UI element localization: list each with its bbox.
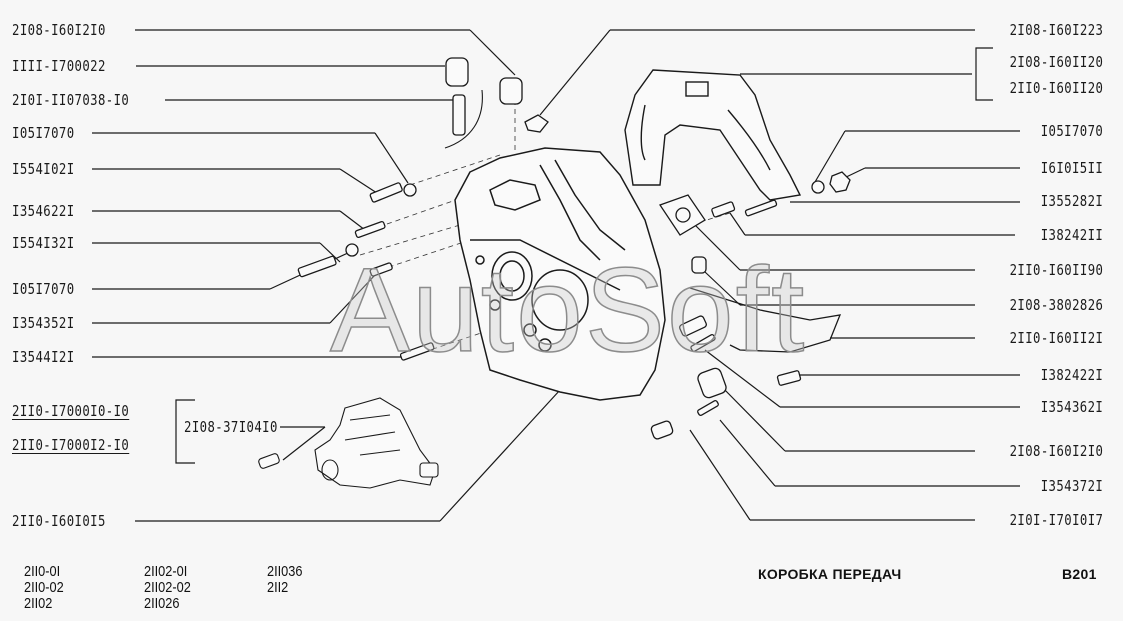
- stud: [399, 342, 435, 361]
- part-label[interactable]: I38242II: [1040, 226, 1103, 244]
- part-label[interactable]: I354362I: [1040, 398, 1103, 416]
- leader-line: [339, 168, 381, 196]
- shaft: [679, 315, 707, 337]
- bolt: [711, 201, 736, 218]
- model-code: 2II0-0I: [24, 563, 61, 580]
- part-label[interactable]: 2I08-I60II20: [1009, 53, 1103, 71]
- leader-line: [729, 212, 746, 236]
- washer: [403, 183, 417, 197]
- model-code: 2II2: [267, 579, 289, 596]
- model-code: 2II026: [144, 595, 180, 612]
- pin: [690, 333, 716, 353]
- part-label[interactable]: I354372I: [1040, 477, 1103, 495]
- part-label[interactable]: I05I7070: [1040, 122, 1103, 140]
- leader-line: [374, 132, 409, 184]
- part-label[interactable]: 2I0I-I70I0I7: [1009, 511, 1103, 529]
- leader-line: [719, 384, 786, 452]
- housing-label[interactable]: 2II0-I60I0I5: [12, 512, 106, 530]
- model-code: 2II036: [267, 563, 303, 580]
- part-label[interactable]: 2I08-I60I2I0: [1009, 442, 1103, 460]
- model-code: 2II02-0I: [144, 563, 188, 580]
- part-label[interactable]: I554I32I: [12, 234, 75, 252]
- bolt: [369, 182, 403, 203]
- sleeve: [452, 94, 466, 136]
- model-list-col1: 2II0-0I 2II0-02 2II02: [24, 564, 64, 612]
- leader-line: [539, 29, 611, 116]
- leader-line: [704, 271, 741, 306]
- part-label[interactable]: 2II0-I60II2I: [1009, 329, 1103, 347]
- leader-line: [704, 349, 781, 408]
- mounting-bracket: [624, 69, 802, 201]
- small-parts: [297, 57, 851, 440]
- variant-bracket: [975, 47, 993, 101]
- pin: [697, 399, 719, 417]
- sensor-label[interactable]: 2I08-37I04I0: [184, 418, 278, 436]
- assembly-number[interactable]: 2II0-I7000I2-I0: [12, 436, 130, 454]
- washer: [811, 180, 825, 194]
- diagram-title: КОРОБКА ПЕРЕДАЧ: [758, 566, 902, 582]
- bolt: [776, 370, 802, 386]
- assembly-bracket: [175, 399, 195, 464]
- part-label[interactable]: I354352I: [12, 314, 75, 332]
- page-code: В201: [1062, 566, 1097, 582]
- leader-line: [339, 210, 366, 231]
- gearbox-housing: [454, 147, 666, 401]
- leader-line: [719, 419, 776, 487]
- model-list-col3: 2II036 2II2: [267, 564, 302, 596]
- leader-line: [439, 389, 561, 522]
- stud: [354, 220, 386, 238]
- part-label[interactable]: I382422I: [1040, 366, 1103, 384]
- bushing: [650, 420, 674, 440]
- gearbox-assembly-thumbnail: [258, 397, 439, 489]
- part-label[interactable]: 2I08-3802826: [1009, 296, 1103, 314]
- bushing: [697, 367, 727, 399]
- bolt: [297, 255, 337, 278]
- cap: [499, 77, 523, 105]
- part-label[interactable]: IIII-I700022: [12, 57, 106, 75]
- part-label[interactable]: 2I08-I60I2I0: [12, 21, 106, 39]
- leader-line: [814, 130, 846, 183]
- cover-plate: [689, 287, 842, 353]
- leader-line: [329, 274, 376, 324]
- stud: [744, 199, 778, 217]
- nut: [829, 171, 851, 193]
- part-label[interactable]: I355282I: [1040, 192, 1103, 210]
- model-list-col2: 2II02-0I 2II02-02 2II026: [144, 564, 191, 612]
- assembly-number[interactable]: 2II0-I7000I0-I0: [12, 402, 130, 420]
- part-label[interactable]: 2I08-I60I223: [1009, 21, 1103, 39]
- clip: [524, 114, 549, 133]
- speed-sensor: [258, 453, 280, 469]
- plug: [691, 256, 707, 274]
- part-label[interactable]: 2I0I-II07038-I0: [12, 91, 130, 109]
- model-code: 2II02-02: [144, 579, 191, 596]
- arc-line: [444, 89, 483, 149]
- part-label[interactable]: I05I7070: [12, 124, 75, 142]
- part-label[interactable]: 2II0-I60II90: [1009, 261, 1103, 279]
- model-code: 2II0-02: [24, 579, 64, 596]
- flange: [658, 194, 706, 236]
- part-label[interactable]: I354622I: [12, 202, 75, 220]
- part-label[interactable]: 2II0-I60II20: [1009, 79, 1103, 97]
- cap: [445, 57, 469, 87]
- leader-line: [689, 219, 741, 271]
- leader-line: [469, 29, 516, 76]
- leader-line: [282, 426, 326, 461]
- leader-lines: [92, 29, 1020, 522]
- model-code: 2II02: [24, 595, 53, 612]
- stud: [369, 262, 393, 277]
- part-label[interactable]: I3544I2I: [12, 348, 75, 366]
- part-label[interactable]: I05I7070: [12, 280, 75, 298]
- leader-line: [319, 242, 341, 263]
- part-label[interactable]: I554I02I: [12, 160, 75, 178]
- part-label[interactable]: I6I0I5II: [1040, 159, 1103, 177]
- washer: [345, 243, 359, 257]
- leader-line: [689, 429, 751, 521]
